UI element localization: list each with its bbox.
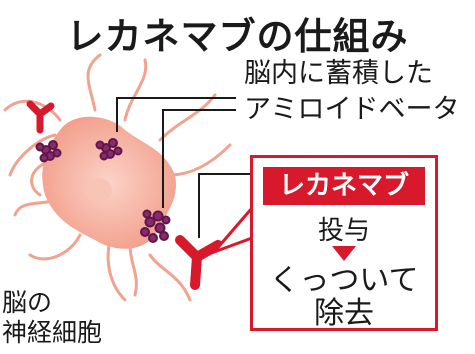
- neuron-label: 脳の 神経細胞: [2, 288, 102, 348]
- amyloid-beta-cluster: [95, 138, 123, 161]
- amyloid-annotation: 脳内に蓄積した アミロイドベータ: [244, 56, 459, 128]
- result-line: くっついて: [269, 263, 419, 298]
- result-text: くっついて 除去: [253, 264, 435, 330]
- neuron-label-line: 脳の: [2, 288, 53, 317]
- drug-callout-box: レカネマブ 投与 くっついて 除去: [250, 155, 438, 331]
- antibody-icon: [26, 100, 55, 134]
- drug-pointer-line: [198, 173, 252, 238]
- neuron-nucleus: [84, 178, 112, 202]
- annotation-pointer-lines: [116, 97, 236, 208]
- amyloid-beta-cluster: [140, 209, 171, 243]
- result-line: 除去: [314, 296, 374, 331]
- drug-name-tag: レカネマブ: [263, 167, 425, 205]
- administration-label: 投与: [317, 216, 370, 246]
- annotation-line: アミロイドベータ: [244, 94, 460, 125]
- neuron-label-line: 神経細胞: [2, 318, 103, 347]
- amyloid-beta-cluster: [35, 140, 62, 163]
- antibody-icon: [175, 235, 223, 290]
- down-arrow-icon: [332, 246, 356, 261]
- callout-wedge: [209, 207, 254, 256]
- annotation-line: 脳内に蓄積した: [244, 58, 433, 89]
- page-title: レカネマブの仕組み: [66, 15, 409, 58]
